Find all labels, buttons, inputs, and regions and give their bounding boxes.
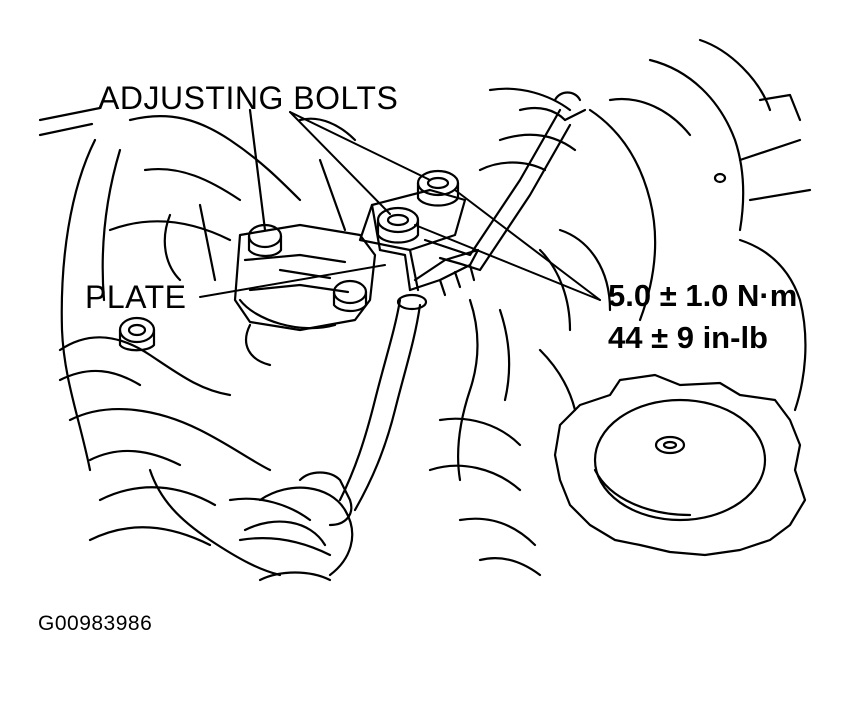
cable-boot <box>243 486 354 582</box>
leader-torque-to-upper-bolt <box>454 189 601 301</box>
housing-bolt-left-2 <box>247 223 283 258</box>
figure-id: G00983986 <box>38 612 153 635</box>
leader-lines <box>199 111 601 301</box>
plate-callout: PLATE <box>85 279 187 315</box>
leader-plate <box>199 264 386 298</box>
torque-spec-inlb: 44 ± 9 in-lb <box>608 320 768 355</box>
engine-housing-left <box>38 106 357 577</box>
plate <box>358 188 467 292</box>
leader-adjusting-to-lower-bolt <box>289 111 391 215</box>
adjusting-bolts-callout: ADJUSTING BOLTS <box>98 80 399 116</box>
housing-bolt-left-1 <box>118 316 156 352</box>
transmission-block <box>233 223 377 367</box>
leader-torque-to-lower-bolt <box>414 224 601 301</box>
engine-housing-right <box>428 38 812 577</box>
leader-adjusting-to-upper-bolt <box>289 111 431 181</box>
housing-bolt-left-3 <box>332 279 368 313</box>
shift-cable <box>298 91 587 527</box>
adjusting-bolt-lower <box>376 206 420 244</box>
torque-spec-nm: 5.0 ± 1.0 N·m <box>608 278 798 313</box>
oil-filler-cap <box>553 373 807 557</box>
